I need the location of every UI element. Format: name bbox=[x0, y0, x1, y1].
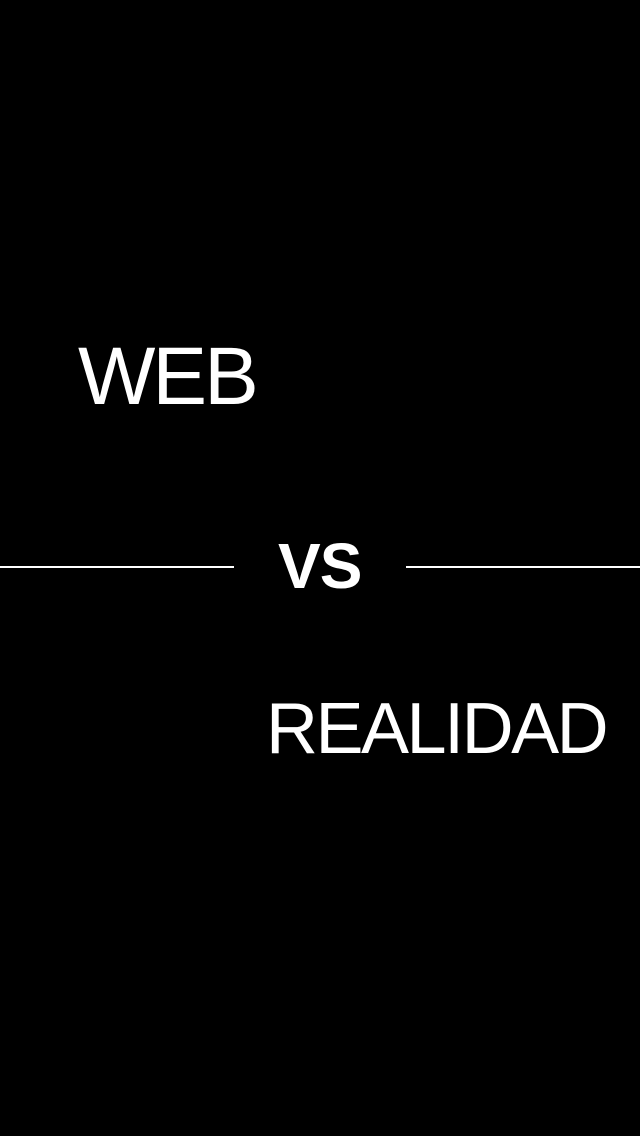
top-word-web: WEB bbox=[78, 331, 259, 422]
bottom-word-realidad: REALIDAD bbox=[266, 689, 609, 769]
middle-word-vs: VS bbox=[278, 530, 362, 602]
divider-line-left bbox=[0, 566, 234, 568]
divider-line-right bbox=[406, 566, 640, 568]
